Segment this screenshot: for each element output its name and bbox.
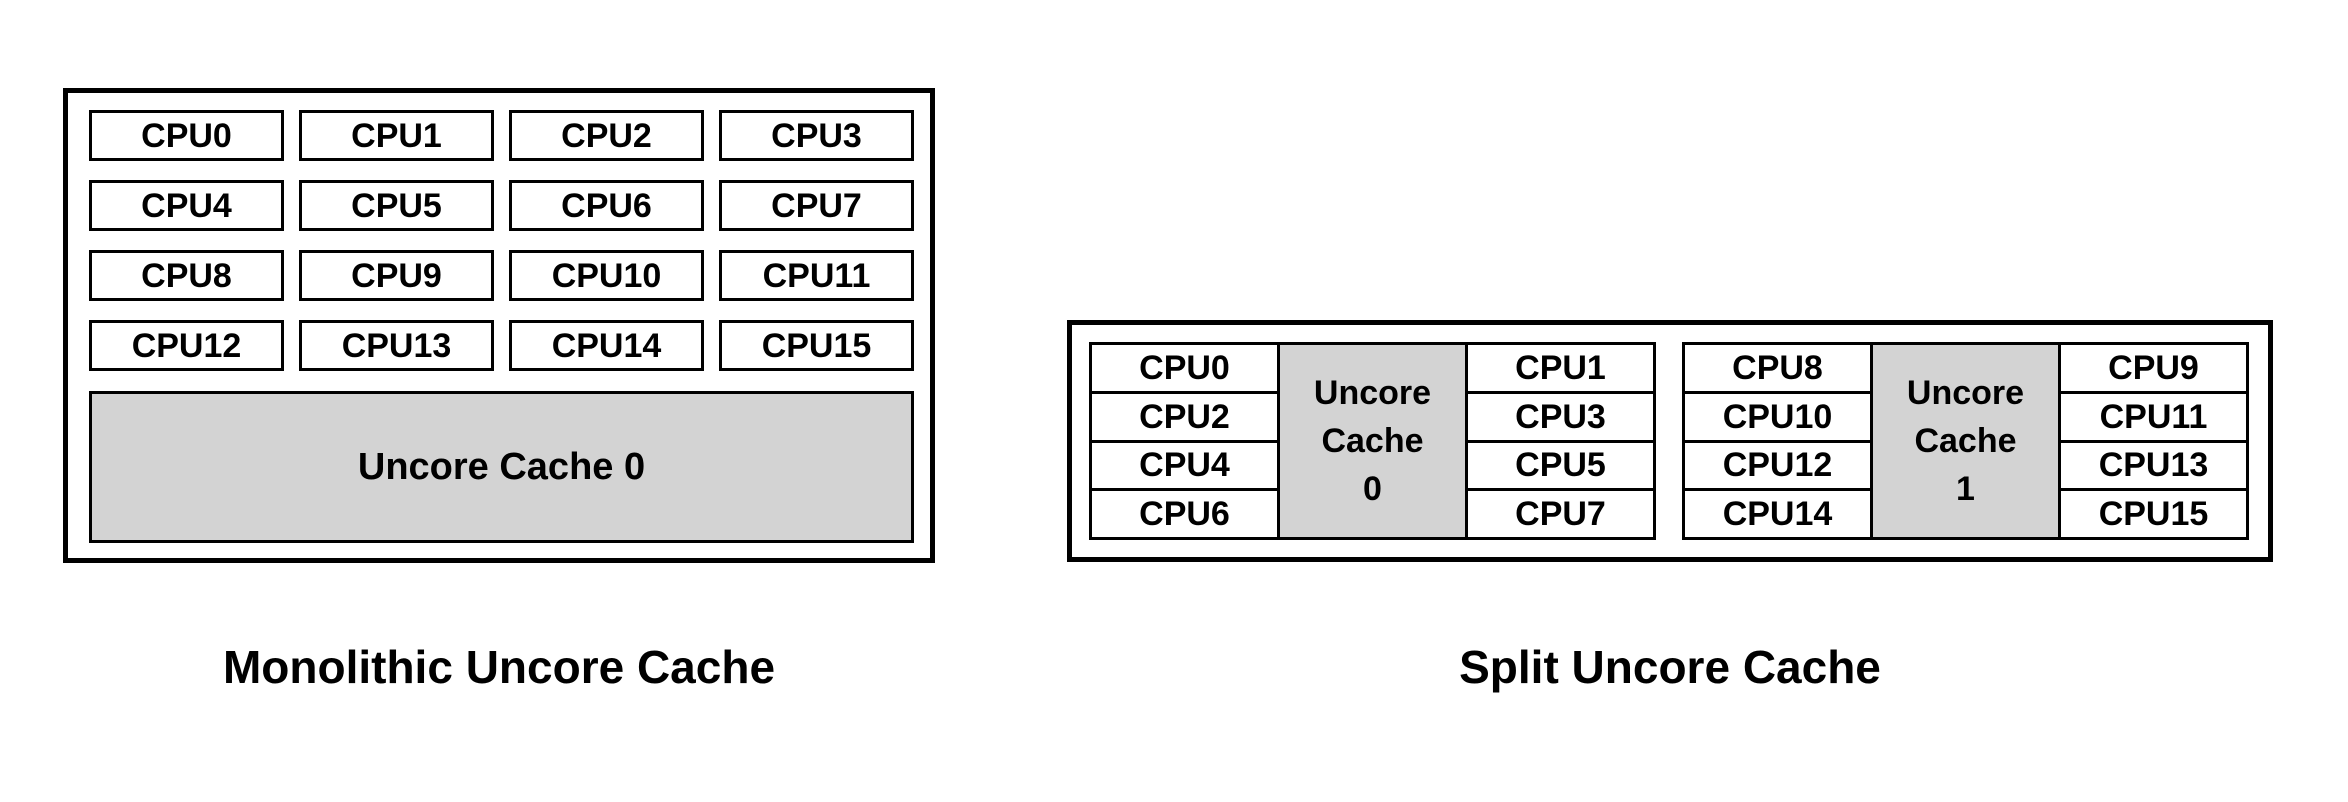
- cpu-cell-cpu1: CPU1: [1468, 345, 1653, 394]
- cpu-cell-cpu2: CPU2: [1092, 394, 1277, 443]
- cpu-cell-cpu15: CPU15: [2098, 495, 2209, 534]
- cpu-cell-cpu10: CPU10: [1685, 394, 1870, 443]
- cpu-box-cpu15: CPU15: [719, 320, 914, 371]
- cpu-box-cpu2: CPU2: [509, 110, 704, 161]
- cpu-box-cpu0: CPU0: [89, 110, 284, 161]
- cpu-box-cpu1: CPU1: [299, 110, 494, 161]
- cpu-cell-cpu7: CPU7: [1515, 495, 1606, 534]
- cpu-cell-cpu5: CPU5: [1468, 443, 1653, 492]
- monolithic-caption: Monolithic Uncore Cache: [222, 641, 776, 693]
- cpu-cell-cpu11: CPU11: [2061, 394, 2246, 443]
- cpu-cell-cpu3: CPU3: [1468, 394, 1653, 443]
- cpu-box-cpu4: CPU4: [89, 180, 284, 231]
- cpu-cell-cpu9: CPU9: [2061, 345, 2246, 394]
- cpu-box-cpu10: CPU10: [509, 250, 704, 301]
- cpu-box-cpu12: CPU12: [89, 320, 284, 371]
- cpu-cell-cpu4: CPU4: [1092, 443, 1277, 492]
- cpu-box-cpu14: CPU14: [509, 320, 704, 371]
- cpu-cell-cpu12: CPU12: [1685, 443, 1870, 492]
- cpu-box-cpu11: CPU11: [719, 250, 914, 301]
- cpu-cell-cpu13: CPU13: [2061, 443, 2246, 492]
- cpu-box-cpu3: CPU3: [719, 110, 914, 161]
- cpu-box-cpu13: CPU13: [299, 320, 494, 371]
- cpu-cell-cpu0: CPU0: [1092, 345, 1277, 394]
- uncore-cache-1-box: Uncore Cache 1: [1870, 342, 2061, 540]
- cpu-box-cpu9: CPU9: [299, 250, 494, 301]
- split-caption: Split Uncore Cache: [1459, 641, 1881, 693]
- cpu-cell-cpu6: CPU6: [1139, 495, 1230, 534]
- uncore-cache-0-box: Uncore Cache 0: [89, 391, 914, 543]
- cpu-cell-cpu8: CPU8: [1685, 345, 1870, 394]
- cpu-box-cpu5: CPU5: [299, 180, 494, 231]
- uncore-cache-0-label: Uncore Cache 0: [357, 445, 646, 488]
- cpu-box-cpu7: CPU7: [719, 180, 914, 231]
- cpu-cell-cpu14: CPU14: [1722, 495, 1833, 534]
- cpu-box-cpu6: CPU6: [509, 180, 704, 231]
- uncore-cache-0-box: Uncore Cache 0: [1277, 342, 1468, 540]
- cpu-box-cpu8: CPU8: [89, 250, 284, 301]
